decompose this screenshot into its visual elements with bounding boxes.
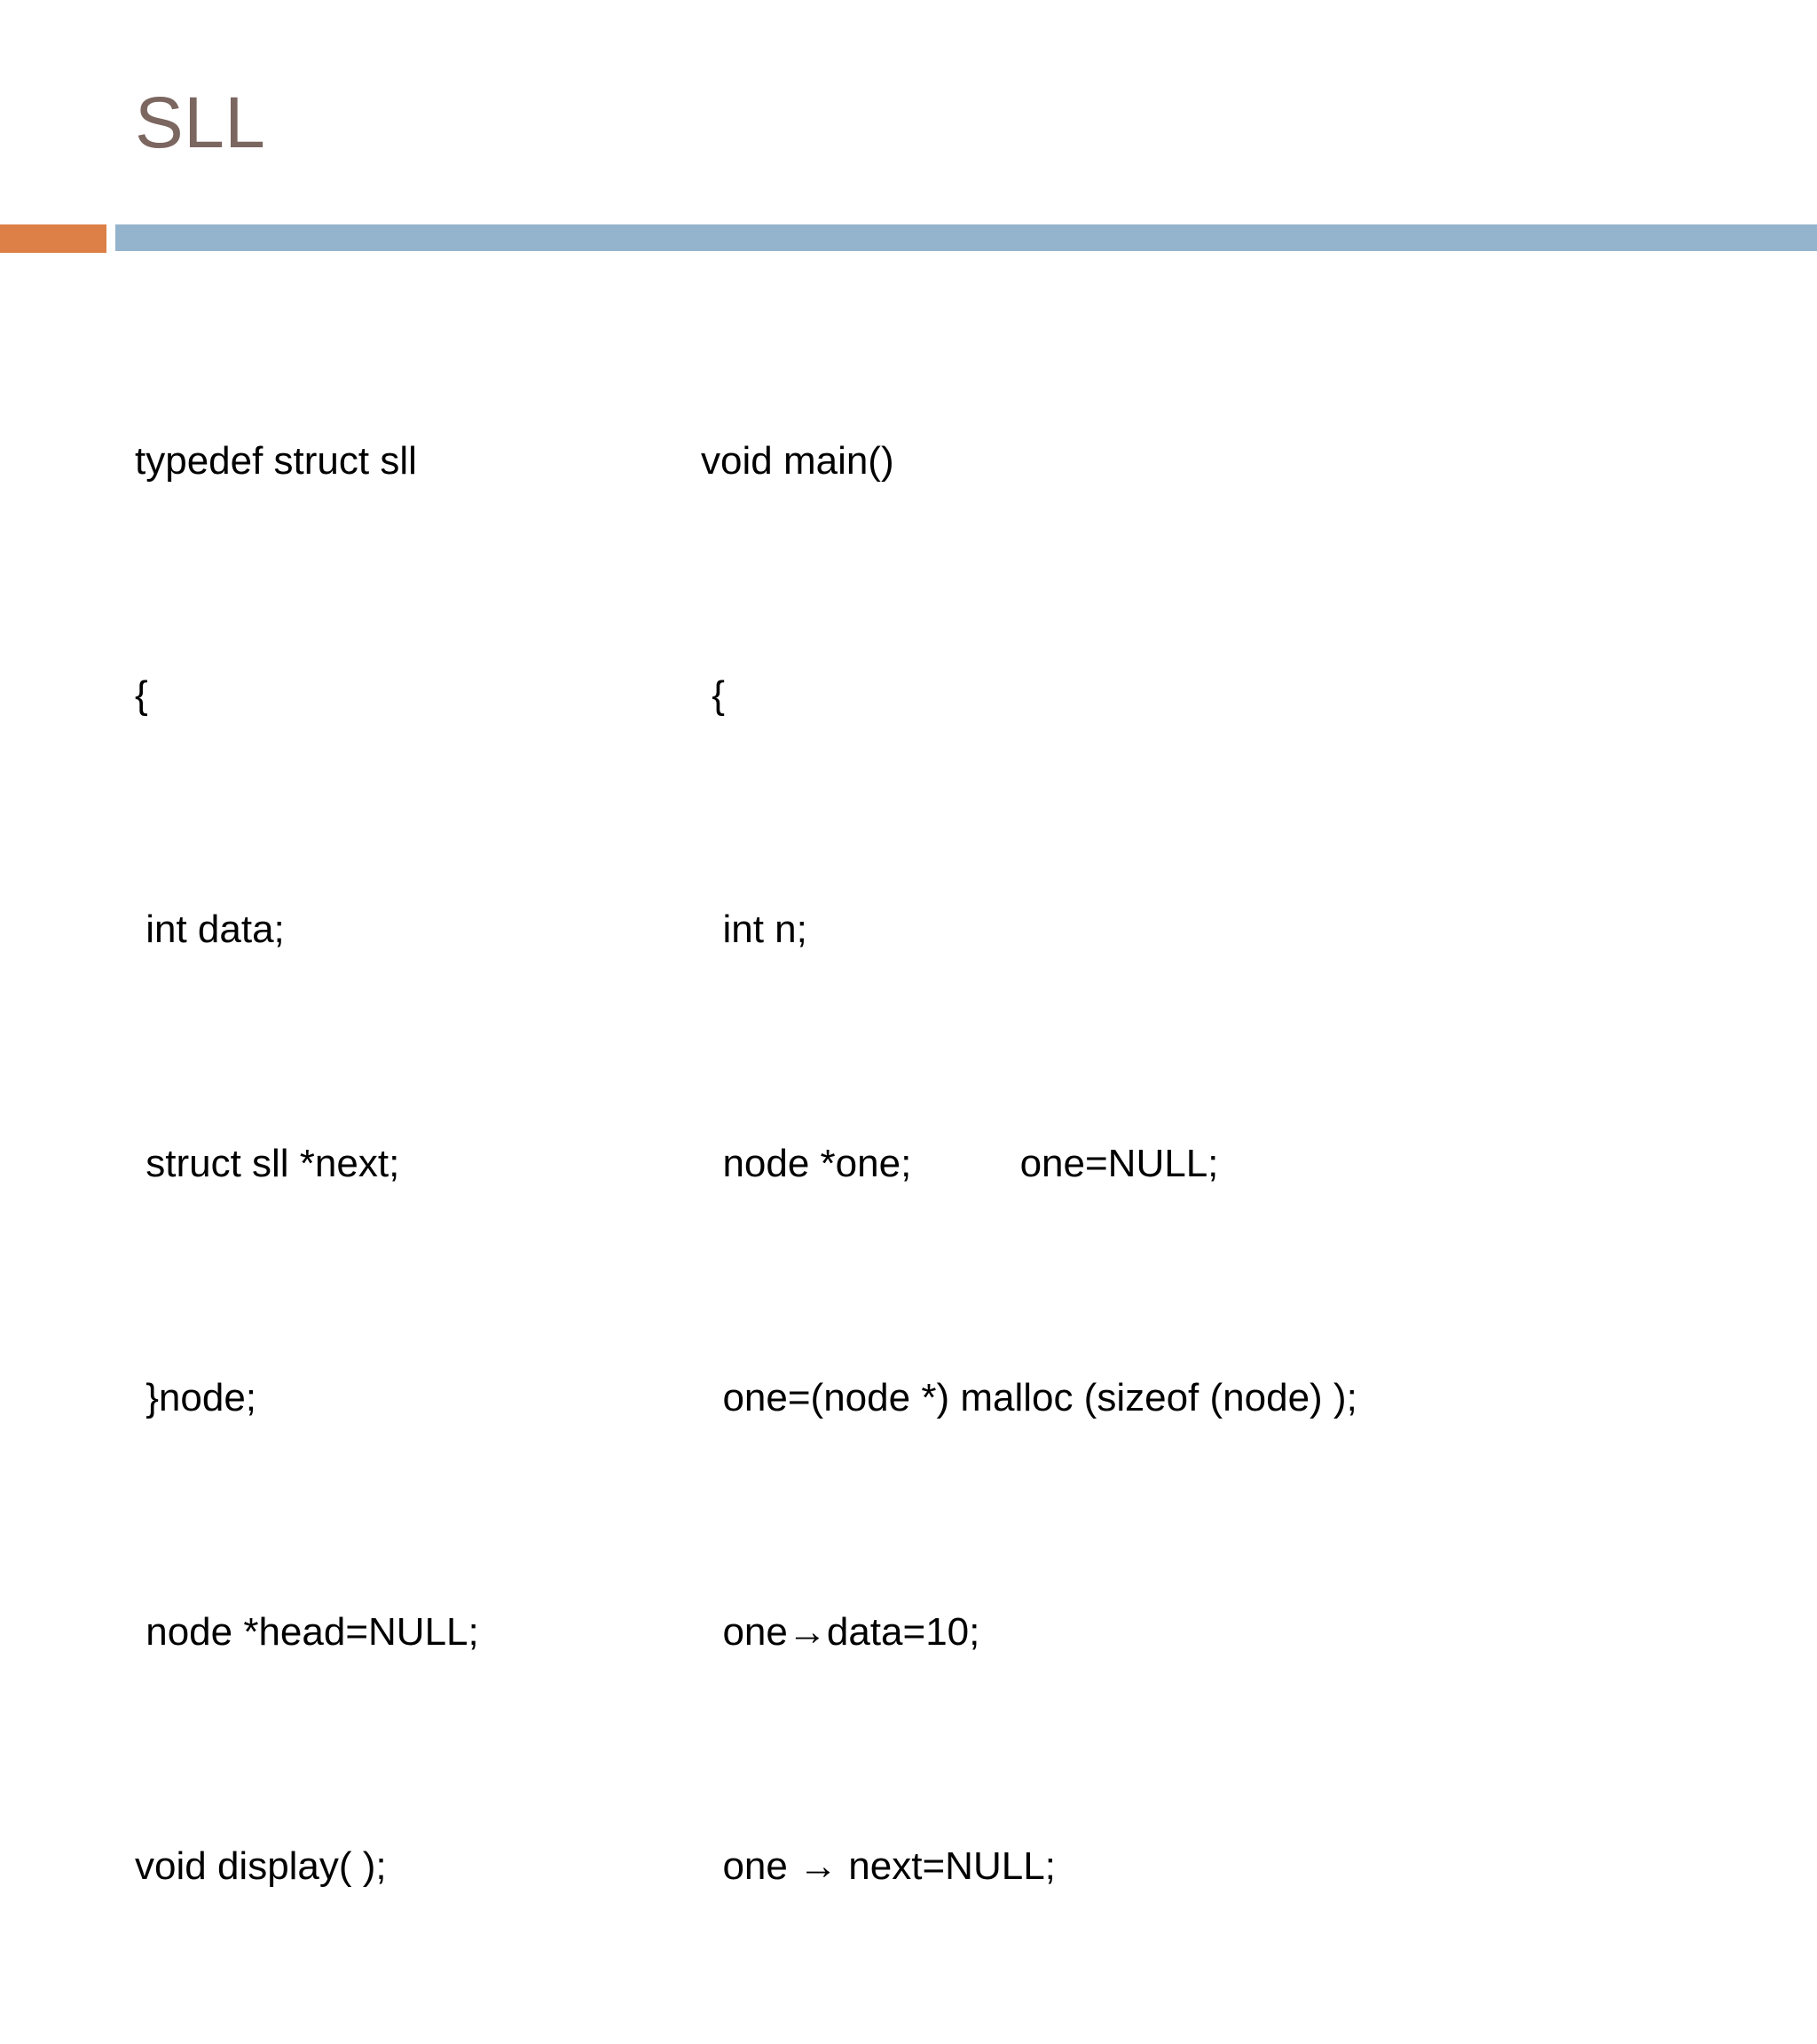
code-column-left: typedef struct sll { int data; struct sl… — [135, 266, 685, 2044]
code-line: typedef struct sll — [135, 439, 417, 483]
code-body: typedef struct sll { int data; struct sl… — [0, 266, 1817, 1888]
code-column-right: void main() { int n; node *one; one=NULL… — [701, 266, 1766, 2044]
code-line: node *one; one=NULL; — [701, 1142, 1219, 1185]
code-line: one=(node *) malloc (sizeof (node) ); — [701, 1376, 1357, 1419]
code-line: node *head=NULL; — [135, 1610, 479, 1654]
code-line: void main() — [701, 439, 894, 483]
title-accent-band — [0, 224, 1817, 253]
code-line: struct sll *next; — [135, 1142, 400, 1185]
code-line: }node; — [135, 1376, 257, 1419]
code-line: { — [135, 673, 148, 717]
code-line: { — [701, 673, 725, 717]
code-line: one → next=NULL; — [701, 1844, 1056, 1888]
code-line: void display( ); — [135, 1844, 387, 1888]
code-line: int data; — [135, 908, 285, 951]
code-line: one→data=10; — [701, 1610, 980, 1654]
code-line: int n; — [701, 908, 807, 951]
page-title: SLL — [135, 83, 266, 163]
slide-canvas: SLL typedef struct sll { int data; struc… — [0, 83, 1817, 1888]
accent-bar-blue — [115, 224, 1817, 251]
accent-bar-orange — [0, 224, 106, 253]
